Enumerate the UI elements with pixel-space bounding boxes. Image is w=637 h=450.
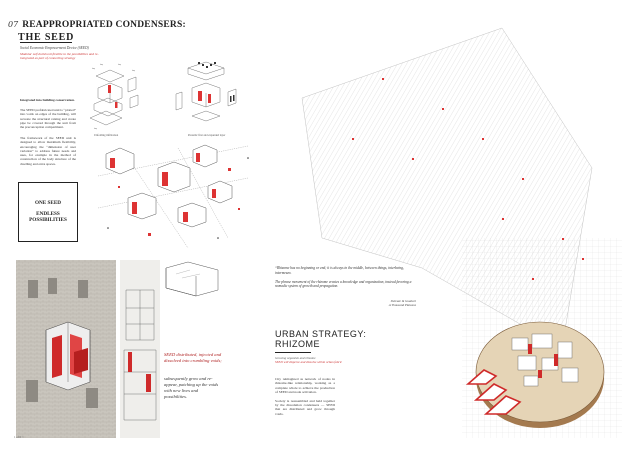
- rhizome-quote: “Rhizome has no beginning or end; it is …: [275, 266, 415, 289]
- title-number: 07: [8, 20, 19, 29]
- one-seed-box: ONE SEED ENDLESS POSSIBILITIES: [18, 182, 78, 242]
- caption-a: Unfolding infiltration: [94, 134, 119, 137]
- urban-divider: [275, 352, 311, 353]
- urban-subtitle-main: Growing organism and rhizome: [275, 356, 316, 360]
- title-block: 07 REAPPROPRIATED CONDENSERS: THE SEED: [8, 14, 186, 43]
- box-line-3: POSSIBILITIES: [29, 217, 67, 223]
- urban-subtitle: Growing organism and rhizome SEED will d…: [275, 356, 365, 364]
- seed-note-black: subsequently grow and re-appear, patchin…: [164, 376, 219, 399]
- urban-body-2: Society is reassembled and held together…: [275, 398, 335, 416]
- quote-text-1: “Rhizome has no beginning or end; it is …: [275, 266, 404, 275]
- seed-note-red: SEED distributed, injected and dissolved…: [164, 352, 222, 363]
- quote-author: Deleuze & Guattari A Thousand Plateaus: [356, 299, 416, 307]
- subtitle-red: Modular self-build unit flexible to the …: [20, 52, 99, 61]
- quote-text-2: The phrase movement of the rhizome creat…: [275, 279, 412, 289]
- left-heading: Integrated into building conservation.: [20, 98, 75, 102]
- quote-author-2: A Thousand Plateaus: [388, 303, 416, 307]
- section-panel: [120, 260, 160, 438]
- urban-body: City reimagined as network of nodes in r…: [275, 377, 335, 416]
- left-para-1: The SEED prefabricated unit is “plotted”…: [20, 108, 76, 130]
- site-photo-collage: [16, 260, 219, 438]
- seed-unit-insert: [45, 321, 91, 391]
- urban-title-line-1: URBAN STRATEGY:: [275, 329, 367, 339]
- urban-subtitle-red: SEED will disperse and dissolve within u…: [275, 360, 343, 364]
- left-para-2: The framework of the SEED unit is design…: [20, 136, 76, 166]
- urban-title-line-2: RHIZOME: [275, 338, 320, 349]
- city-rhizome-axonometric: [301, 27, 622, 438]
- caption-b: Parasitic first and expanded layer: [188, 134, 225, 137]
- page-number: 1 of 6 ©: [14, 435, 25, 439]
- seed-exploded-axonometric: Unfolding infiltration Parasitic first a…: [89, 61, 249, 249]
- box-line-1: ONE SEED: [34, 200, 62, 206]
- subtitle-main: Social Economic Empowerment Device (SEED…: [20, 46, 89, 50]
- title-divider: [20, 42, 72, 43]
- urban-strategy-title: URBAN STRATEGY: RHIZOME: [275, 329, 367, 349]
- title-line-1: REAPPROPRIATED CONDENSERS:: [22, 20, 186, 30]
- box-line-2: ENDLESS: [36, 211, 60, 217]
- quote-author-1: Deleuze & Guattari: [390, 299, 416, 303]
- title-line-2: THE SEED: [18, 32, 75, 43]
- rhizome-site-disc: [465, 321, 605, 428]
- urban-body-1: City reimagined as network of nodes in r…: [275, 377, 335, 395]
